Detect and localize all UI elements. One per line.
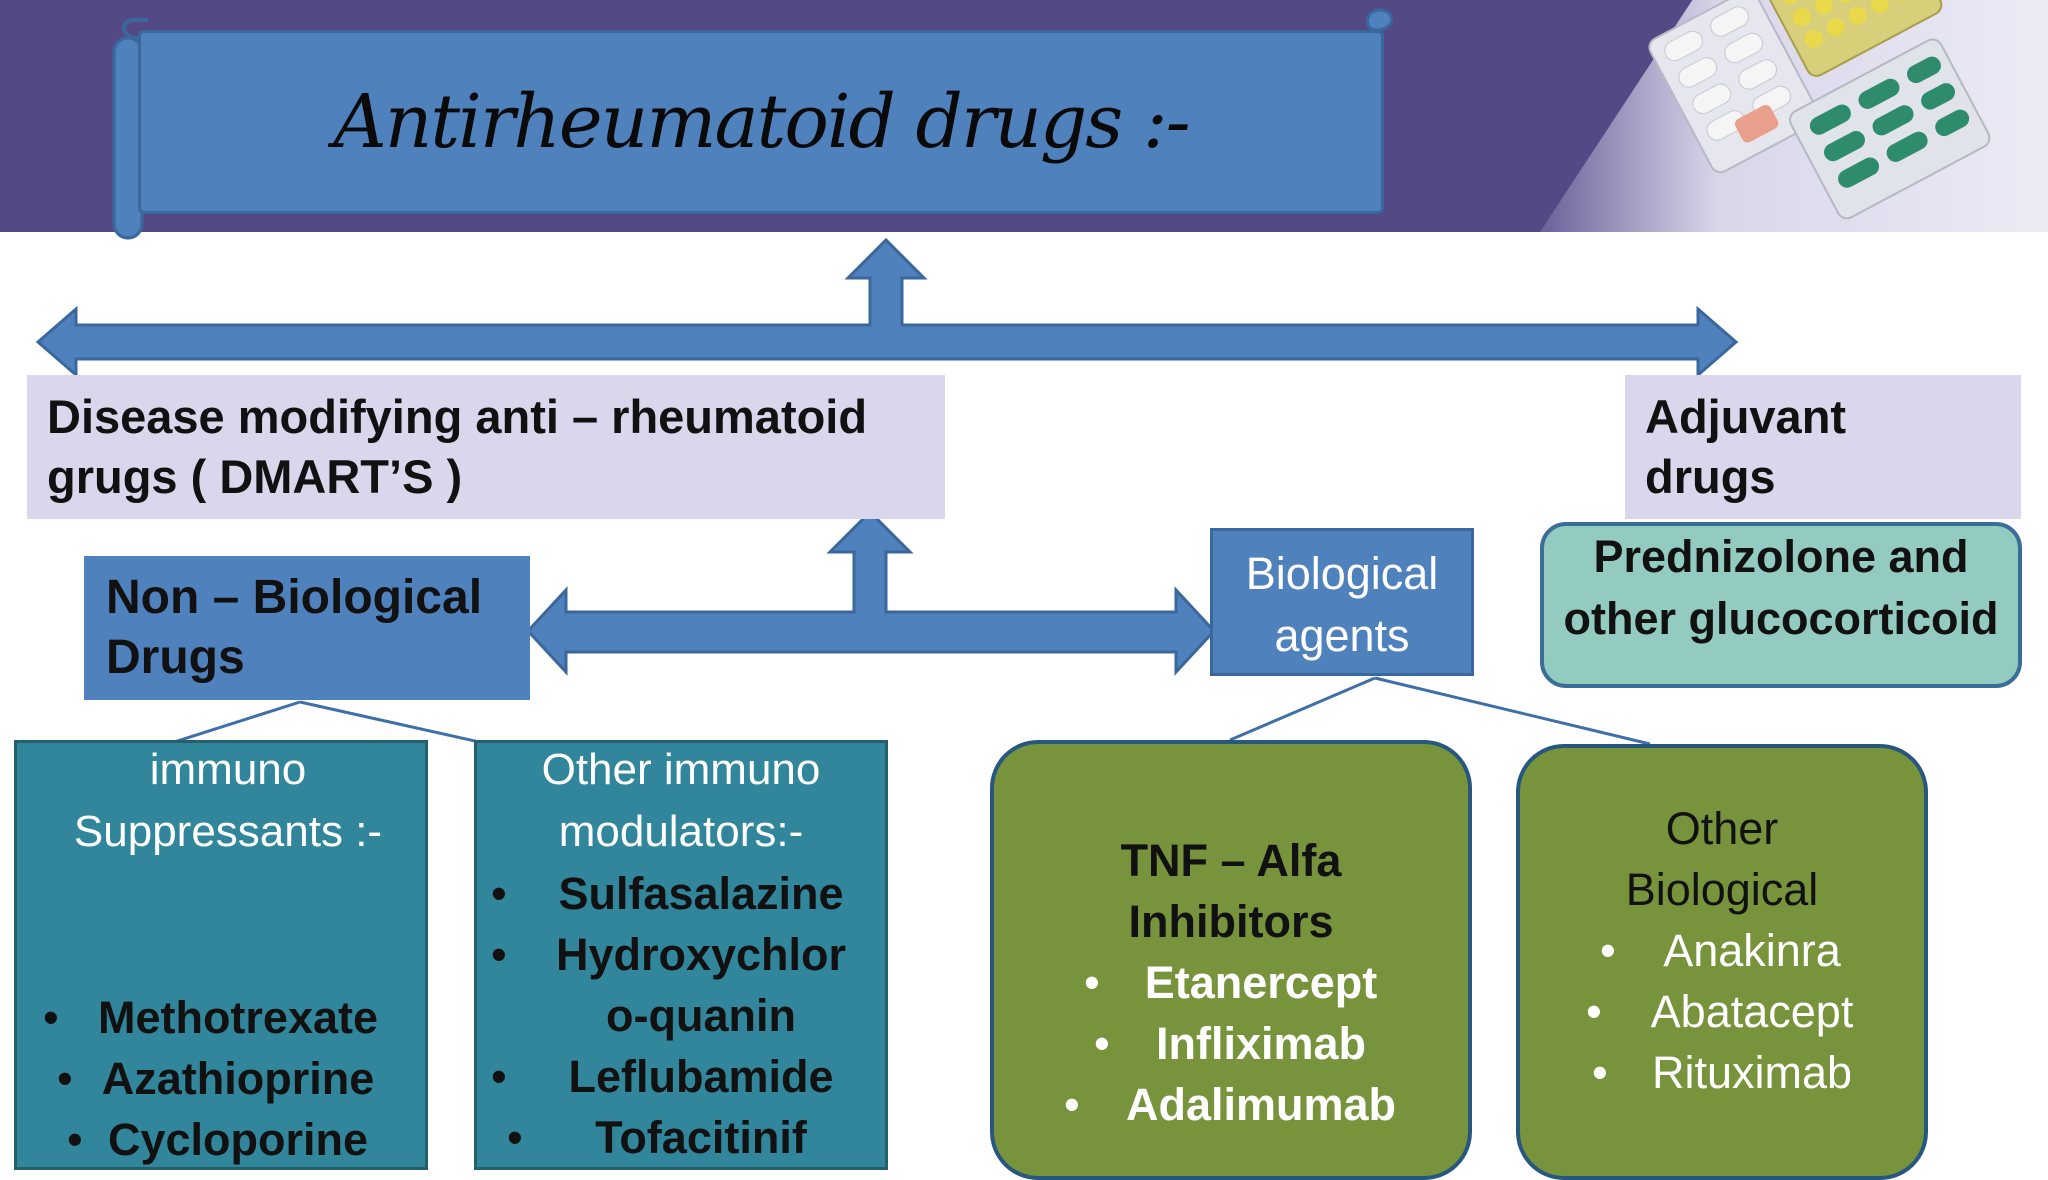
dmards-label: Disease modifying anti – rheumatoid grug… [27, 375, 945, 519]
non-biological-label: Non – Biological Drugs [106, 571, 483, 684]
connector-arrows [35, 237, 1739, 774]
other-immunomodulators-heading: Other immuno modulators:- [541, 745, 821, 856]
biological-agents-label: Biological agents [1245, 548, 1439, 661]
drug-item: •Methotrexate [43, 992, 379, 1043]
adjuvant-label: Adjuvant drugs [1625, 375, 2021, 519]
drug-item: •Anakinra [1600, 925, 1841, 976]
non-biological-box: Non – Biological Drugs [84, 556, 530, 700]
drug-item: •Cycloporine [67, 1114, 369, 1165]
connector-line [1229, 676, 1376, 742]
other-immunomodulators-box: Other immuno modulators:- •Sulfasalazine… [474, 740, 888, 1170]
other-biological-heading: Other Biological [1625, 803, 1819, 915]
title-box: Antirheumatoid drugs :- [138, 30, 1384, 214]
tnf-inhibitors-box: TNF – Alfa Inhibitors •Etanercept •Infli… [990, 740, 1472, 1180]
title-scroll: Antirheumatoid drugs :- [100, 8, 1400, 248]
drug-item: •Rituximab [1592, 1047, 1853, 1098]
glucocorticoid-box: Prednizolone and other glucocorticoid [1540, 522, 2022, 688]
page-title: Antirheumatoid drugs :- [333, 79, 1190, 165]
drug-item: •Adalimumab [1064, 1079, 1397, 1130]
drug-item: •Leflubamide [491, 1051, 834, 1102]
drug-item: •Etanercept [1084, 957, 1378, 1008]
drug-item: •Abatacept [1586, 986, 1854, 1037]
other-immunomodulators-list: •Sulfasalazine •Hydroxychlor o-quanin •L… [491, 863, 875, 1168]
drug-item: •Sulfasalazine [491, 868, 844, 919]
top-double-arrow [35, 237, 1739, 379]
immuno-suppressants-box: immuno Suppressants :- •Methotrexate •Az… [14, 740, 428, 1170]
drug-item: •Infliximab [1094, 1018, 1367, 1069]
drug-item: •Tofacitinif [507, 1112, 807, 1163]
immuno-suppressants-heading: immuno Suppressants :- [73, 745, 383, 856]
dmards-label-text: Disease modifying anti – rheumatoid grug… [47, 390, 868, 503]
other-biological-list: •Anakinra •Abatacept •Rituximab [1520, 920, 1924, 1103]
immuno-suppressants-list: •Methotrexate •Azathioprine •Cycloporine [43, 987, 405, 1170]
drug-item: •Hydroxychlor o-quanin [491, 929, 847, 1041]
glucocorticoid-text: Prednizolone and other glucocorticoid [1563, 531, 1999, 644]
adjuvant-label-text: Adjuvant drugs [1645, 390, 1847, 503]
pills-photo-icon [1648, 0, 1991, 220]
middle-double-arrow [525, 509, 1217, 676]
connector-line [1374, 676, 1651, 746]
biological-agents-box: Biological agents [1210, 528, 1474, 676]
tnf-inhibitors-heading: TNF – Alfa Inhibitors [1120, 835, 1342, 947]
other-biological-box: Other Biological •Anakinra •Abatacept •R… [1516, 744, 1928, 1180]
drug-item: •Azathioprine [57, 1053, 375, 1104]
tnf-inhibitors-list: •Etanercept •Infliximab •Adalimumab [994, 952, 1468, 1135]
